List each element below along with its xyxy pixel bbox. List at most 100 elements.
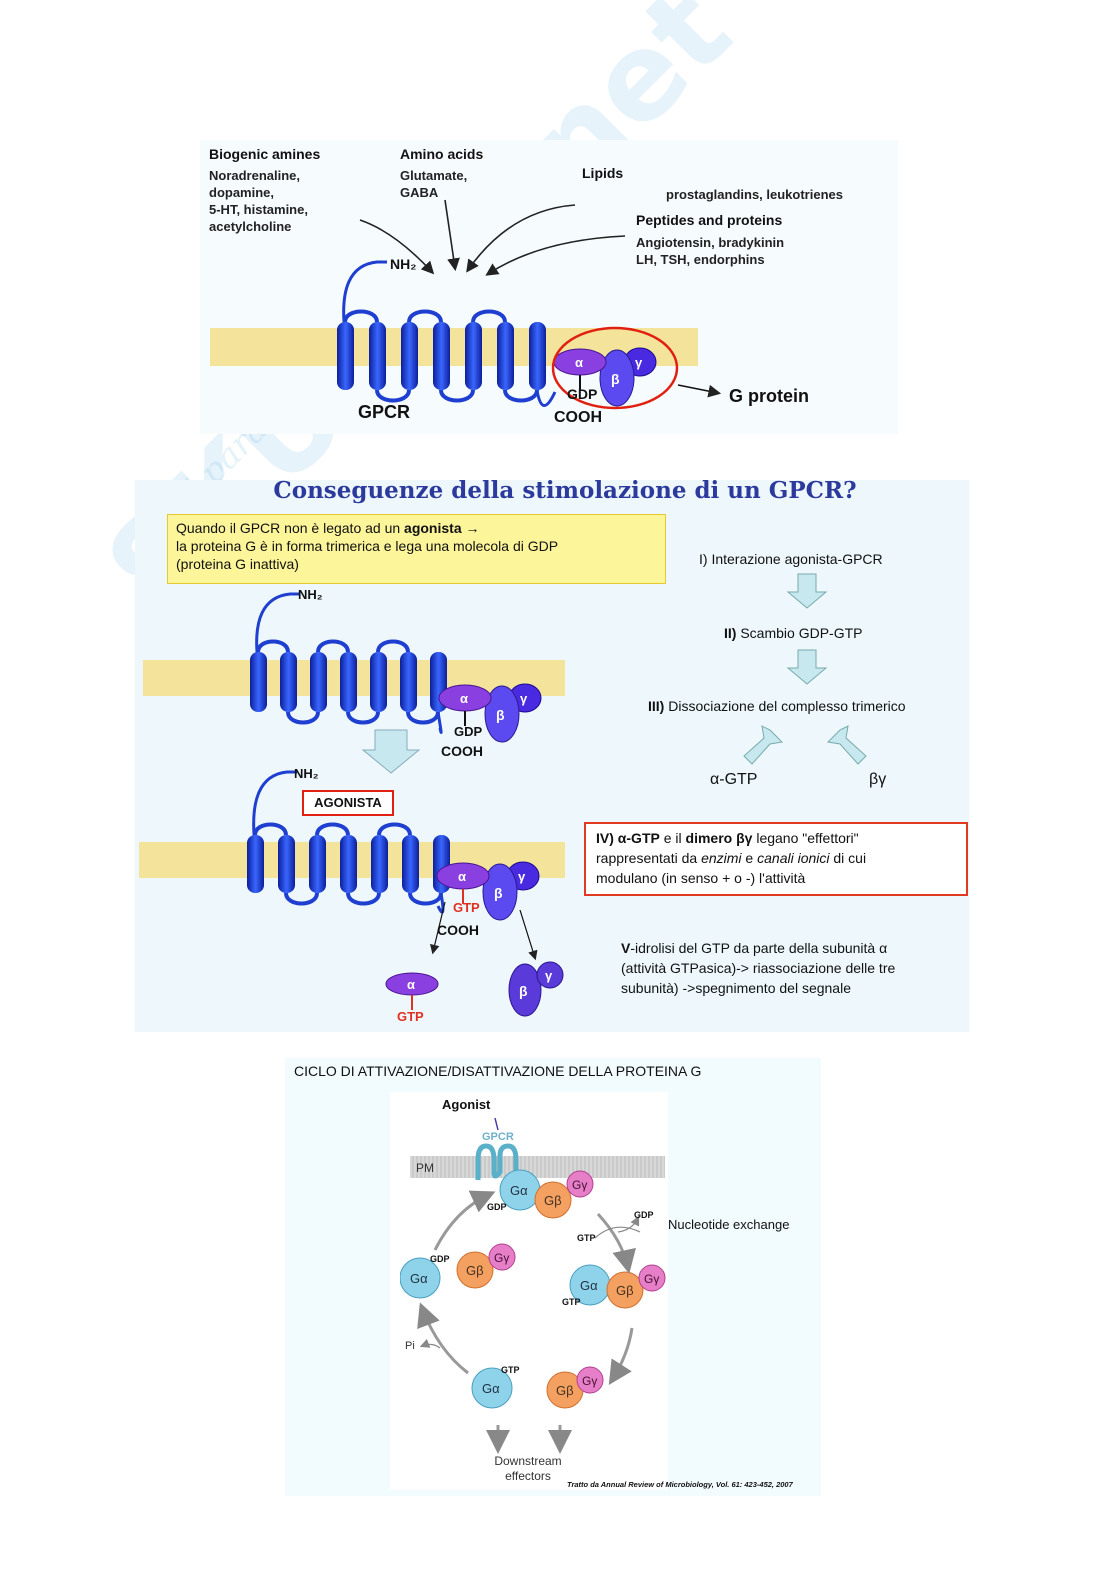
step-4-box: IV) α-GTP e il dimero βγ legano "effetto…	[584, 822, 968, 896]
receptor-loop	[471, 309, 507, 323]
arrow	[485, 235, 626, 276]
alpha-gtp-label: α-GTP	[710, 771, 758, 788]
gpcr-receptor	[475, 1143, 519, 1180]
g-gamma-label: Gγ	[494, 1251, 509, 1265]
step-1: I) Interazione agonista-GPCR	[699, 551, 883, 567]
g-gamma-label: Gγ	[582, 1374, 597, 1388]
gpcr-diagram-2: αβγ αβγ α β γ	[139, 592, 565, 1017]
g-alpha	[471, 1367, 513, 1409]
transmembrane-helix	[278, 835, 295, 893]
cycle-arrow	[608, 1327, 634, 1386]
ligand-group-title: Peptides and proteins	[636, 212, 783, 228]
g-beta-label: Gβ	[466, 1263, 484, 1278]
alpha-label: α	[407, 977, 415, 992]
cycle-title: CICLO DI ATTIVAZIONE/DISATTIVAZIONE DELL…	[294, 1063, 702, 1079]
gdp-label: GDP	[567, 386, 598, 402]
n-terminus	[252, 770, 297, 846]
transmembrane-helix	[337, 322, 354, 390]
note-text: (proteina G inattiva)	[176, 556, 299, 572]
g-gamma-label: Gγ	[644, 1272, 659, 1286]
receptor-loop	[286, 711, 320, 725]
gdp-label: GDP	[634, 1210, 654, 1220]
ligand-group-title: Biogenic amines	[209, 146, 321, 162]
cooh-label: COOH	[441, 743, 483, 759]
alpha-label: α	[460, 691, 468, 706]
cycle-arrow	[433, 1190, 496, 1251]
pm-label: PM	[416, 1161, 434, 1175]
g-beta	[534, 1181, 572, 1219]
receptor-loop	[406, 711, 440, 725]
gdp-out-arrow	[617, 1215, 640, 1233]
transmembrane-helix	[369, 322, 386, 390]
g-gamma-label: Gγ	[572, 1178, 587, 1192]
ligand-group-items: prostaglandins, leukotrienes	[666, 187, 843, 202]
receptor-loop	[375, 389, 411, 403]
receptor-loop	[503, 389, 539, 403]
transmembrane-helix	[371, 835, 388, 893]
transmembrane-helix	[497, 322, 514, 390]
arrow	[430, 901, 446, 955]
cycle-arrow	[596, 1212, 636, 1274]
g-gamma	[576, 1366, 604, 1394]
gtp-label: GTP	[397, 1009, 424, 1024]
transmembrane-helix	[529, 322, 546, 390]
transmembrane-helix	[250, 652, 267, 712]
arrow	[444, 199, 460, 272]
alpha-label: α	[458, 869, 466, 884]
figure-gpcr-ligands	[200, 140, 898, 434]
gamma-subunit	[536, 961, 564, 989]
arrow	[359, 219, 435, 275]
note-text: la proteina G è in forma trimerica e leg…	[176, 538, 559, 554]
step-2: II) Scambio GDP-GTP	[724, 625, 863, 641]
beta-subunit	[599, 349, 635, 407]
beta-subunit	[484, 685, 520, 743]
gtp-label: GTP	[577, 1233, 596, 1243]
arrow	[677, 384, 722, 398]
pi-label: Pi	[405, 1340, 415, 1352]
receptor-loop	[253, 822, 288, 836]
c-terminus	[436, 711, 443, 734]
transmembrane-helix	[370, 652, 387, 712]
g-alpha-label: Gα	[580, 1278, 598, 1293]
receptor-loop	[376, 639, 410, 653]
down-right-arrow	[826, 725, 867, 765]
receptor-loop	[343, 309, 379, 323]
gamma-label: γ	[545, 968, 553, 983]
g-beta-label: Gβ	[616, 1283, 634, 1298]
arrow	[519, 909, 538, 961]
down-arrow	[786, 573, 828, 609]
beta-gamma-label: βγ	[869, 771, 887, 788]
agonist-arrow	[494, 1117, 499, 1131]
n-terminus	[342, 260, 387, 333]
step-arrows	[743, 573, 867, 765]
g-gamma	[488, 1243, 516, 1271]
transmembrane-helix	[400, 652, 417, 712]
transmembrane-helix	[280, 652, 297, 712]
beta-label: β	[519, 983, 528, 999]
gtp-label: GTP	[501, 1365, 520, 1375]
cooh-label: COOH	[437, 922, 479, 938]
gamma-label: γ	[518, 869, 526, 884]
receptor-loop	[256, 639, 290, 653]
gpcr-receptor-active: αβγ	[247, 770, 540, 921]
transmembrane-helix	[402, 835, 419, 893]
transmembrane-helix	[247, 835, 264, 893]
section-title: Conseguenze della stimolazione di un GPC…	[273, 477, 857, 504]
beta-label: β	[496, 707, 505, 723]
ligand-group-items: Noradrenaline, dopamine, 5-HT, histamine…	[209, 168, 308, 234]
gdp-label: GDP	[454, 724, 483, 739]
down-left-arrow	[743, 725, 784, 765]
ligand-group-items: Glutamate, GABA	[400, 168, 468, 200]
gtp-label: GTP	[453, 900, 480, 915]
g-gamma	[566, 1170, 594, 1198]
ligand-group-title: Amino acids	[400, 146, 484, 162]
gprotein-label: G protein	[729, 386, 809, 406]
c-terminus	[535, 389, 557, 407]
alpha-label: α	[575, 355, 583, 370]
g-alpha-label: Gα	[482, 1381, 500, 1396]
down-arrow	[786, 649, 828, 685]
g-alpha-label: Gα	[410, 1271, 428, 1286]
